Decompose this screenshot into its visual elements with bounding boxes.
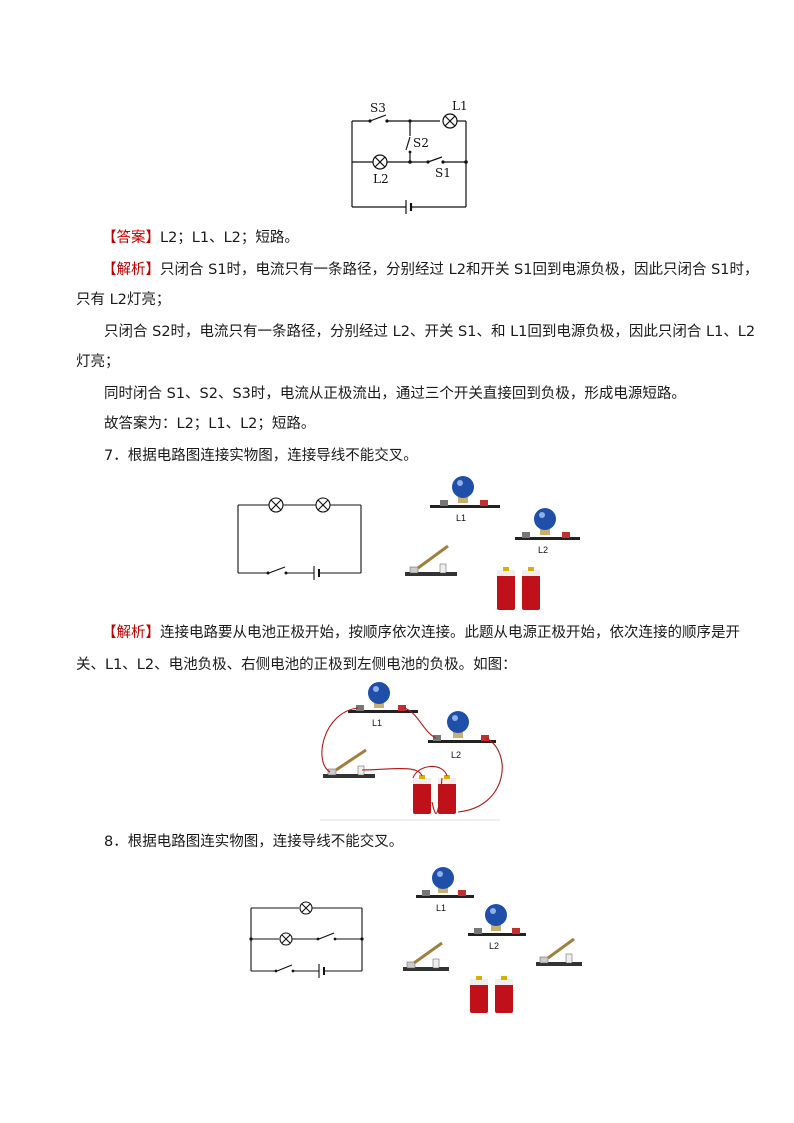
analysis1-line1: 【解析】只闭合 S1时，电流只有一条路径，分别经过 L2和开关 S1回到电源负极… xyxy=(102,260,759,280)
analysis2-line1: 【解析】连接电路要从电池正极开始，按顺序依次连接。此题从电源正极开始，依次连接的… xyxy=(102,623,740,643)
analysis1-line3: 只闭合 S2时，电流只有一条路径，分别经过 L2、开关 S1、和 L1回到电源负… xyxy=(104,324,756,340)
analysis1-tag: 【解析】 xyxy=(102,262,160,278)
q8-l1-label: L1 xyxy=(436,903,446,913)
analysis1-line5: 同时闭合 S1、S2、S3时，电流从正极流出，通过三个开关直接回到负极，形成电源… xyxy=(104,386,686,402)
analysis2-tag: 【解析】 xyxy=(102,625,160,641)
battery-left-icon xyxy=(497,567,515,610)
q8-l2-label: L2 xyxy=(489,941,499,951)
question-8: 8．根据电路图连实物图，连接导线不能交叉。 xyxy=(104,834,404,850)
switch-icon xyxy=(405,544,457,576)
bulb-l1-icon xyxy=(430,476,500,508)
l1-label: L1 xyxy=(452,99,468,113)
analysis2-text1: 连接电路要从电池正极开始，按顺序依次连接。此题从电源正极开始，依次连接的顺序是开 xyxy=(160,625,740,641)
s2-label: S2 xyxy=(413,136,429,150)
components-q7: L1 L2 xyxy=(405,476,580,610)
analysis1-line2: 只有 L2灯亮； xyxy=(76,292,171,308)
fig-l1-label: L1 xyxy=(372,718,382,728)
s1-label: S1 xyxy=(435,166,451,180)
q7-l1-label: L1 xyxy=(456,513,466,523)
circuit-diagram-q8 xyxy=(249,901,364,978)
wired-circuit-figure: L1 L2 xyxy=(320,682,503,821)
analysis2-line2: 关、L1、L2、电池负极、右侧电池的正极到左侧电池的负极。如图： xyxy=(76,657,517,673)
question-7: 7．根据电路图连接实物图，连接导线不能交叉。 xyxy=(104,448,418,464)
answer-line: 【答案】L2；L1、L2；短路。 xyxy=(102,228,299,248)
analysis1-line4: 灯亮； xyxy=(76,354,120,370)
circuit-diagram-q7 xyxy=(237,497,362,580)
battery-right-icon xyxy=(522,567,540,610)
answer-text: L2；L1、L2；短路。 xyxy=(160,230,299,246)
l2-label: L2 xyxy=(373,172,389,186)
bulb-l2-icon xyxy=(515,508,580,540)
answer-tag: 【答案】 xyxy=(102,230,160,246)
q7-l2-label: L2 xyxy=(538,545,548,555)
analysis1-line6: 故答案为：L2；L1、L2；短路。 xyxy=(104,416,316,432)
circuit-diagram-1: S3 S2 L1 L2 S1 xyxy=(351,99,468,214)
fig-l2-label: L2 xyxy=(451,750,461,760)
s3-label: S3 xyxy=(370,101,386,115)
components-q8: L1 L2 xyxy=(403,867,582,1013)
analysis1-text1: 只闭合 S1时，电流只有一条路径，分别经过 L2和开关 S1回到电源负极，因此只… xyxy=(160,262,759,278)
